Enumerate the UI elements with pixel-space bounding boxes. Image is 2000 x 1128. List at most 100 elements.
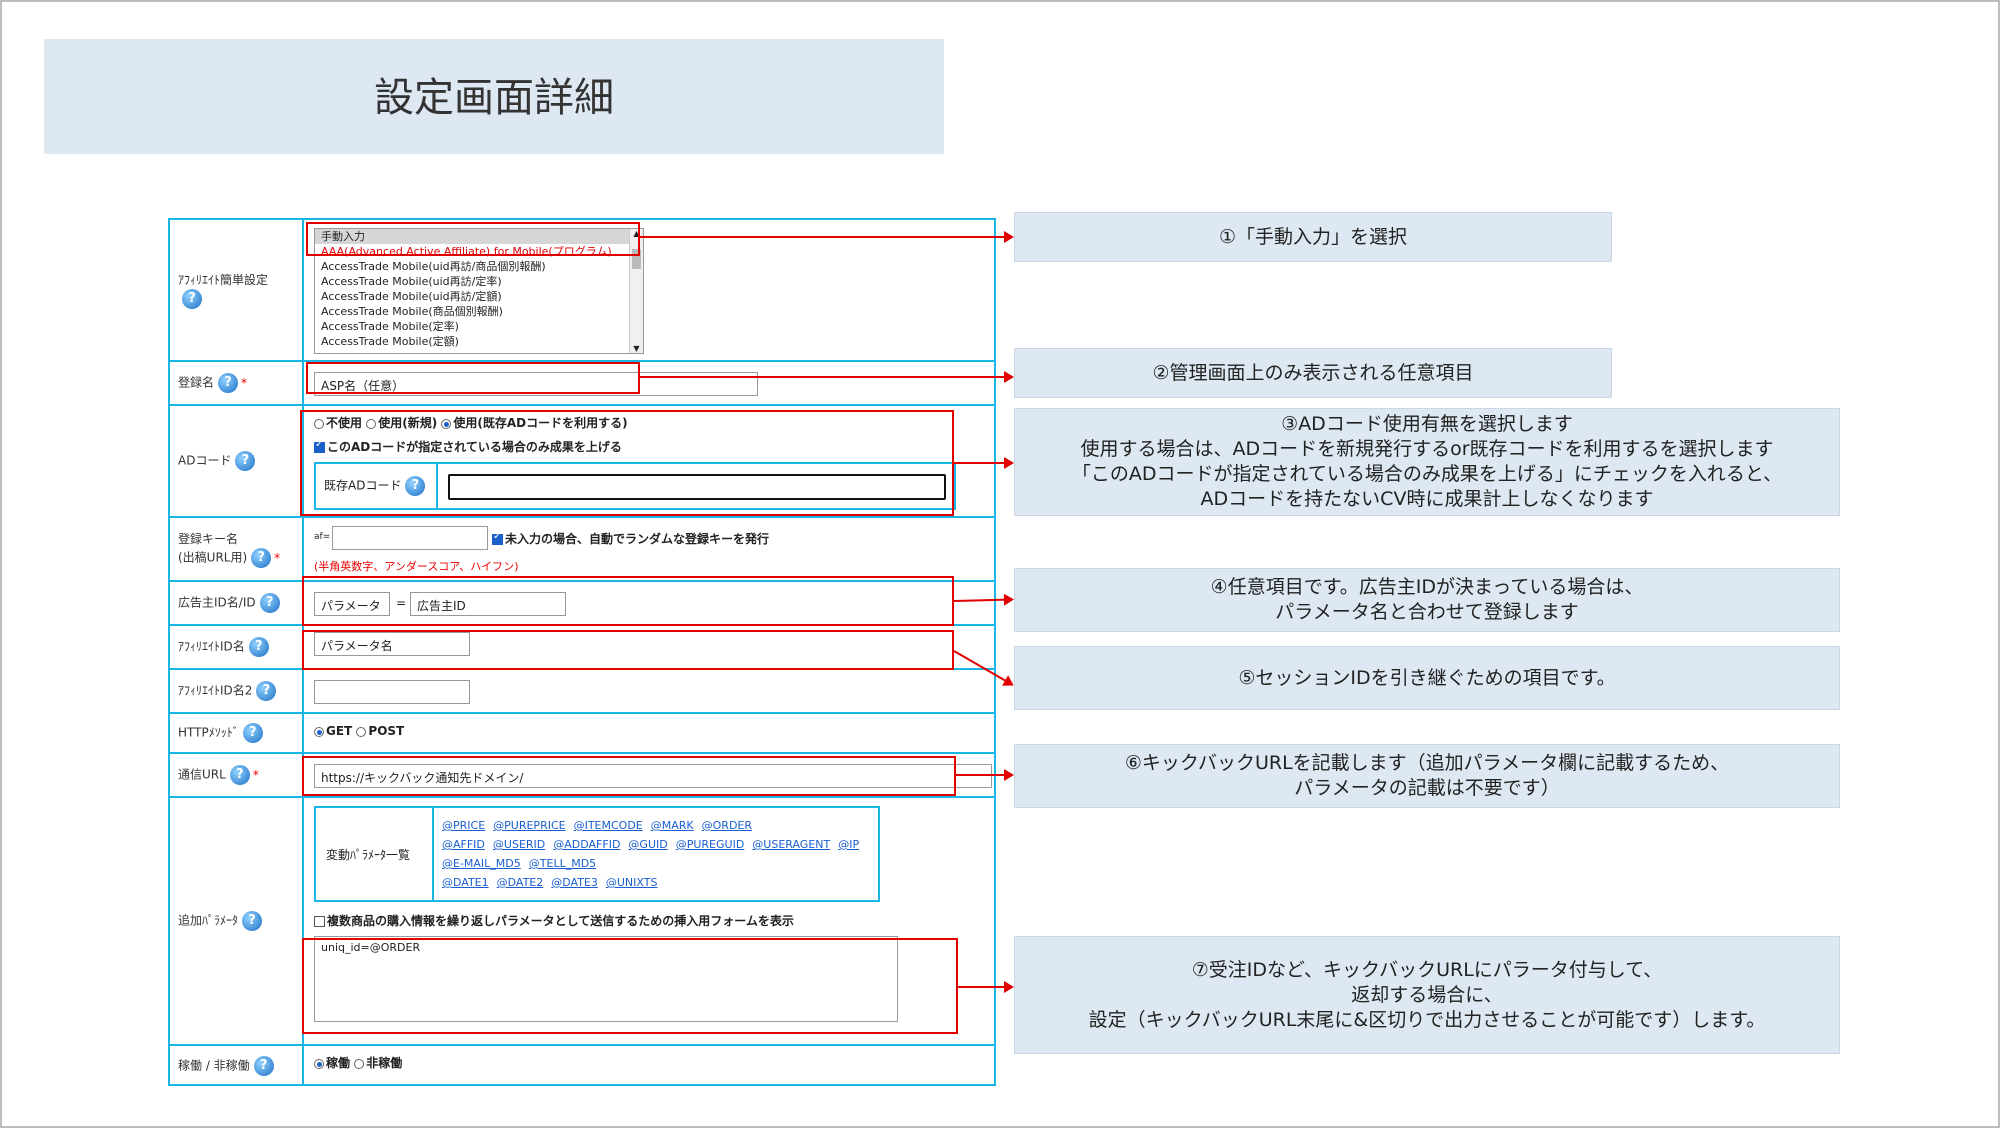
- highlight-box-6: [302, 756, 956, 796]
- help-icon[interactable]: ?: [259, 593, 280, 613]
- note-text: ⑤セッションIDを引き継ぐための項目です。: [1238, 666, 1616, 689]
- var-link[interactable]: @USERID: [492, 838, 546, 851]
- row-affiliate-id-name2: ｱﾌｨﾘｴｲﾄID名2?: [170, 670, 994, 714]
- var-link[interactable]: @PUREPRICE: [493, 819, 566, 832]
- var-link[interactable]: @UNIXTS: [605, 876, 658, 889]
- var-link[interactable]: @ADDAFFID: [553, 838, 621, 851]
- var-link[interactable]: @PUREGUID: [675, 838, 745, 851]
- notify-url-input[interactable]: https://キックバック通知先ドメイン/: [314, 764, 992, 788]
- radio-label: 不使用: [326, 416, 363, 430]
- var-link[interactable]: @MARK: [650, 819, 694, 832]
- note-text: ⑥キックバックURLを記載します（追加パラメータ欄に記載するため、: [1124, 752, 1730, 774]
- page-title: 設定画面詳細: [374, 75, 614, 121]
- var-link[interactable]: @GUID: [628, 838, 668, 851]
- ad-code-label: ADコード: [178, 453, 232, 468]
- scroll-thumb[interactable]: [632, 249, 641, 269]
- note-text: パラメータの記載は不要です）: [1294, 777, 1560, 799]
- http-method-label: HTTPﾒｿｯﾄﾞ: [178, 725, 239, 740]
- registration-name-label: 登録名: [178, 375, 215, 390]
- ad-code-only-label: このADコードが指定されている場合のみ成果を上げる: [327, 440, 622, 454]
- var-link[interactable]: @TELL_MD5: [528, 857, 597, 870]
- radio-post[interactable]: [356, 726, 367, 737]
- row-extra-params: 追加ﾊﾟﾗﾒｰﾀ? 変動ﾊﾟﾗﾒｰﾀ一覧 @PRICE@PUREPRICE@IT…: [170, 798, 994, 1046]
- var-link[interactable]: @IP: [838, 838, 860, 851]
- repeat-form-checkbox[interactable]: [314, 916, 325, 927]
- var-link[interactable]: @PRICE: [442, 819, 486, 832]
- advertiser-param-input[interactable]: パラメータ: [314, 592, 390, 616]
- affiliate-id-name2-input[interactable]: [314, 680, 470, 704]
- status-label: 稼働 / 非稼働: [178, 1058, 250, 1073]
- required-mark: *: [252, 767, 259, 782]
- radio-inactive[interactable]: [354, 1058, 365, 1069]
- scroll-up-icon[interactable]: ▲: [633, 229, 640, 238]
- radio-get[interactable]: [314, 726, 324, 737]
- note-text: ②管理画面上のみ表示される任意項目: [1152, 361, 1474, 384]
- help-icon[interactable]: ?: [251, 548, 272, 568]
- auto-key-label: 未入力の場合、自動でランダムな登録キーを発行: [505, 532, 770, 546]
- help-icon[interactable]: ?: [405, 476, 426, 496]
- var-link[interactable]: @ITEMCODE: [573, 819, 643, 832]
- var-link[interactable]: @E-MAIL_MD5: [442, 857, 521, 870]
- help-icon[interactable]: ?: [229, 765, 250, 785]
- radio-unused[interactable]: [314, 418, 324, 429]
- help-icon[interactable]: ?: [182, 289, 202, 309]
- list-item[interactable]: AccessTrade Mobile(定率): [321, 320, 459, 333]
- list-item[interactable]: 手動入力: [315, 229, 643, 244]
- listbox-scrollbar[interactable]: ▲ ▼: [629, 229, 643, 353]
- scroll-down-icon[interactable]: ▼: [633, 344, 640, 353]
- list-item[interactable]: AccessTrade Mobile(uid再訪/定額): [321, 290, 502, 303]
- affiliate-preset-listbox[interactable]: 手動入力 AAA(Advanced Active Affiliate) for …: [314, 228, 644, 354]
- help-icon[interactable]: ?: [235, 451, 256, 471]
- extra-params-textarea[interactable]: uniq_id=@ORDER: [314, 936, 898, 1022]
- affiliate-id-name-label: ｱﾌｨﾘｴｲﾄID名: [178, 639, 245, 654]
- arrow-2: [640, 371, 1014, 383]
- row-ad-code: ADコード? 不使用 使用(新規) 使用(既存ADコードを利用する) このADコ…: [170, 406, 994, 518]
- list-item[interactable]: AccessTrade Mobile(定額): [321, 335, 459, 348]
- highlight-box-3: [300, 410, 954, 516]
- note-text: ④任意項目です。広告主IDが決まっている場合は、: [1210, 576, 1644, 598]
- var-link[interactable]: @DATE3: [551, 876, 598, 889]
- variable-params-table: 変動ﾊﾟﾗﾒｰﾀ一覧 @PRICE@PUREPRICE@ITEMCODE@MAR…: [314, 806, 880, 902]
- var-link[interactable]: @USERAGENT: [752, 838, 831, 851]
- note-3: ③ADコード使用有無を選択します 使用する場合は、ADコードを新規発行するor既…: [1014, 408, 1840, 516]
- help-icon[interactable]: ?: [256, 681, 277, 701]
- registration-key-label: 登録キー名: [178, 532, 239, 546]
- extra-params-label: 追加ﾊﾟﾗﾒｰﾀ: [178, 913, 239, 928]
- notify-url-label: 通信URL: [178, 767, 226, 782]
- var-line-2: @AFFID @USERID @ADDAFFID @GUID @PUREGUID @USE…: [442, 835, 867, 854]
- affiliate-id-name-input[interactable]: パラメータ名: [314, 632, 470, 656]
- var-link[interactable]: @DATE1: [442, 876, 489, 889]
- highlight-box-1: [306, 222, 640, 256]
- help-icon[interactable]: ?: [242, 911, 263, 931]
- advertiser-id-input[interactable]: 広告主ID: [410, 592, 566, 616]
- note-1: ①「手動入力」を選択: [1014, 212, 1612, 262]
- var-link[interactable]: @DATE2: [496, 876, 544, 889]
- radio-existing[interactable]: [441, 418, 452, 429]
- var-link[interactable]: @ORDER: [701, 819, 753, 832]
- page-title-banner: 設定画面詳細: [44, 39, 944, 154]
- radio-active[interactable]: [314, 1058, 324, 1069]
- list-item[interactable]: AccessTrade Mobile(商品個別報酬): [321, 305, 503, 318]
- var-link[interactable]: @AFFID: [442, 838, 485, 851]
- help-icon[interactable]: ?: [253, 1056, 274, 1076]
- registration-key-prefix: af=: [314, 532, 331, 542]
- radio-new[interactable]: [366, 418, 377, 429]
- note-4: ④任意項目です。広告主IDが決まっている場合は、 パラメータ名と合わせて登録しま…: [1014, 568, 1840, 632]
- list-item[interactable]: AccessTrade Mobile(uid再訪/商品個別報酬): [321, 260, 546, 273]
- row-registration-key: 登録キー名(出稿URL用)?* af= 未入力の場合、自動でランダムな登録キーを…: [170, 518, 994, 582]
- affiliate-preset-label: ｱﾌｨﾘｴｲﾄ簡単設定: [178, 273, 269, 287]
- auto-key-checkbox[interactable]: [492, 531, 503, 545]
- ad-code-only-checkbox[interactable]: [314, 439, 325, 453]
- existing-ad-code-input[interactable]: [448, 474, 946, 500]
- list-item[interactable]: AccessTrade Mobile(uid再訪/定率): [321, 275, 502, 288]
- ad-code-radio-group: 不使用 使用(新規) 使用(既存ADコードを利用する): [314, 414, 628, 431]
- help-icon[interactable]: ?: [218, 373, 239, 393]
- registration-key-input[interactable]: [332, 526, 488, 550]
- help-icon[interactable]: ?: [248, 637, 269, 657]
- note-7: ⑦受注IDなど、キックバックURLにパラータ付与して、 返却する場合に、 設定（…: [1014, 936, 1840, 1054]
- settings-form: ｱﾌｨﾘｴｲﾄ簡単設定? 手動入力 AAA(Advanced Active Af…: [168, 218, 996, 1086]
- help-icon[interactable]: ?: [242, 723, 263, 743]
- radio-label: 非稼働: [366, 1056, 403, 1070]
- existing-ad-code-table: 既存ADコード?: [314, 462, 956, 510]
